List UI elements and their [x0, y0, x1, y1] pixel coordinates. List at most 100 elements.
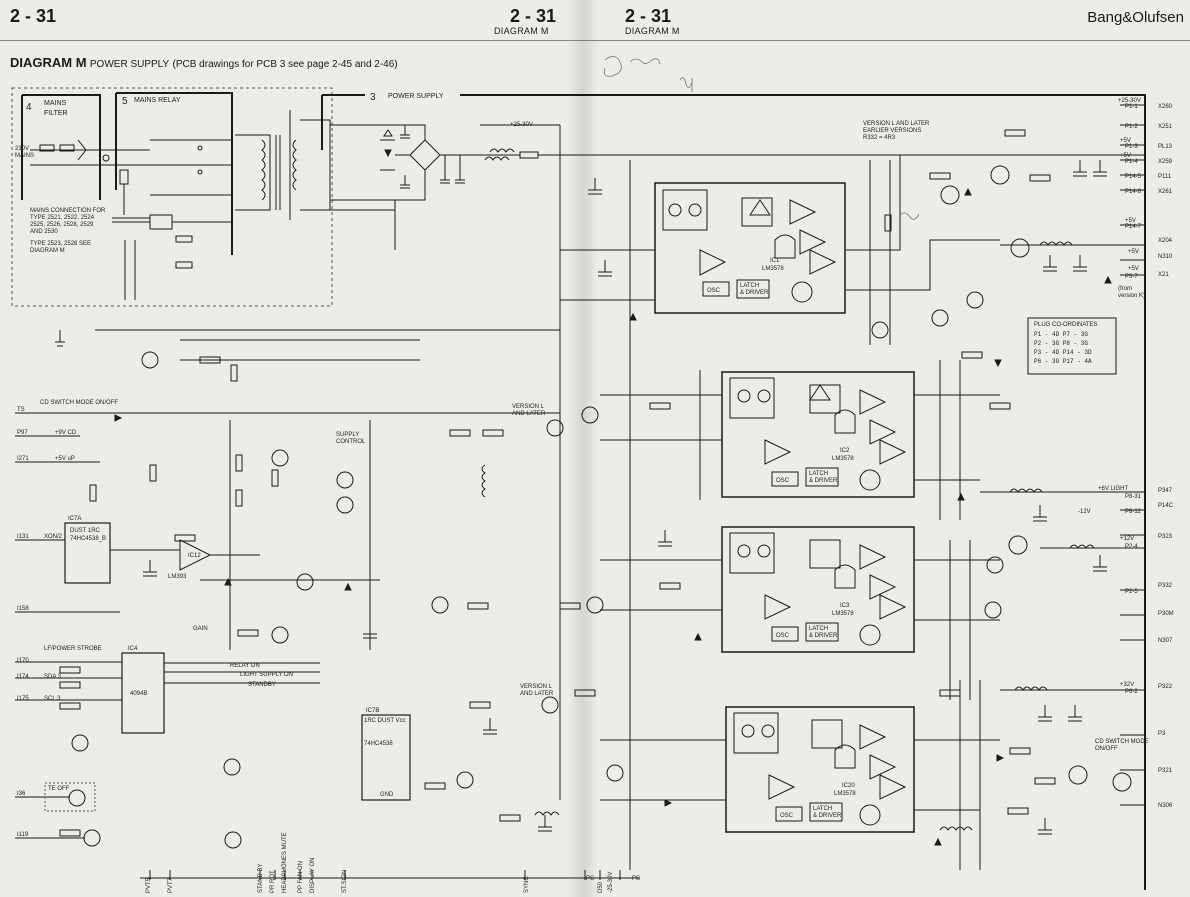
inductors: [481, 156, 560, 816]
transistors: [68, 165, 1132, 849]
left-signal-i174-note: SDA 3: [44, 674, 62, 680]
conn-ref: X251: [1158, 124, 1173, 130]
bottom-label: D50: [598, 881, 604, 893]
conn-net: +5V: [1125, 218, 1136, 224]
left-signal-i131: I131: [17, 534, 29, 540]
mains-relay-label: MAINS RELAY: [134, 97, 181, 104]
conn-ref: P347: [1158, 488, 1173, 494]
conn-ref: X259: [1158, 159, 1173, 165]
main-rail: [330, 124, 1145, 800]
left-signal-i170: I170: [17, 658, 29, 664]
ic1-osc: OSC: [707, 288, 721, 294]
conn-pin: P1-3: [1125, 144, 1138, 150]
mains-relay-number: 5: [122, 96, 128, 107]
conn-pin: P2-4: [1125, 544, 1138, 550]
supply-voltage-label: +25-30V: [510, 122, 533, 128]
left-signal-i119: I119: [17, 832, 29, 838]
bottom-label: PS: [632, 876, 640, 882]
conn-net: +6V LIGHT: [1098, 486, 1129, 492]
bottom-label: SYNC: [524, 876, 530, 893]
ic7b-box: [361, 714, 411, 801]
ic7b-gnd: GND: [380, 792, 394, 798]
left-signal-p97: P97: [17, 430, 28, 436]
left-signal-i175: I175: [17, 696, 29, 702]
ic7a-part: 74HC4538_B: [70, 536, 106, 542]
ic3-osc: OSC: [776, 633, 790, 639]
ic1-ref: IC1: [770, 258, 780, 264]
bottom-label: STAND BY: [258, 863, 264, 893]
conn-net: +5V: [1120, 138, 1131, 144]
transformer-tf1: [235, 110, 331, 220]
conn-pin: P2-5: [1125, 589, 1138, 595]
power-supply-label: POWER SUPPLY: [388, 93, 444, 100]
page-number-center-2: 2 - 31: [625, 6, 672, 26]
ic2-block: [721, 371, 915, 498]
diagram-title: DIAGRAM M POWER SUPPLY (PCB drawings for…: [10, 55, 398, 70]
ic20-block: [725, 706, 915, 833]
version-k-box: [44, 782, 96, 812]
brand-logo: Bang&Olufsen: [1087, 9, 1184, 26]
ic1-part: LM3578: [762, 266, 784, 272]
handwritten-scribble: [603, 56, 920, 220]
conn-pin: P6-2: [1125, 689, 1138, 695]
conn-net: +12V: [1120, 536, 1134, 542]
conn-net: +25-30V: [1118, 98, 1141, 104]
conn-pin: P1-4: [1125, 159, 1138, 165]
diagram-title-section: POWER SUPPLY: [89, 59, 170, 70]
ic1-block: [654, 182, 846, 314]
bottom-label: PS: [586, 876, 594, 882]
ic3-block: [721, 526, 915, 653]
conn-net: +5V: [1128, 266, 1139, 272]
ic20-ref: IC20: [842, 783, 855, 789]
ic12-comparator: [179, 539, 212, 571]
ic2-part: LM3578: [832, 456, 854, 462]
bottom-label: DISPLAY ON: [310, 858, 316, 893]
ic2-ref: IC2: [840, 448, 850, 454]
conn-ref: PL13: [1158, 144, 1173, 150]
ic3-ref: IC3: [840, 603, 850, 609]
conn-ref: P30M: [1158, 611, 1174, 617]
ic4-box: [121, 652, 165, 734]
ic12-part: LM393: [168, 574, 187, 580]
ic7a-ref: IC7A: [68, 516, 81, 522]
plug-table-row: P6 - 3G P17 - 4A: [1034, 358, 1092, 365]
mains-note: MAINS CONNECTION FOR TYPE 2521, 2522, 25…: [30, 208, 107, 254]
conn-net: -12V: [1078, 509, 1091, 515]
bridge-rectifier-d20: [330, 124, 480, 201]
page-number-left: 2 - 31: [10, 6, 57, 26]
diagram-title-main: DIAGRAM M: [10, 55, 87, 70]
conn-ref: P323: [1158, 534, 1173, 540]
left-signal-i175-note: SCL 3: [44, 696, 61, 702]
resistors: [59, 129, 1056, 837]
ic1-latch: LATCH& DRIVER: [740, 283, 769, 296]
conn-ref: N307: [1158, 638, 1173, 644]
light-supply-label: LIGHT SUPPLY ON: [240, 672, 293, 678]
diodes: [114, 149, 1112, 846]
left-signal-i271-note: +5V uP: [55, 456, 75, 462]
page-fold-shadow: [568, 0, 598, 897]
ic2-latch: LATCH& DRIVER: [809, 471, 838, 484]
conn-pin: P8-31: [1125, 494, 1142, 500]
conn-ref: P111: [1158, 174, 1172, 180]
left-signal-i36-note: TE OFF: [48, 786, 70, 792]
header-rule: [0, 40, 1190, 41]
conn-ref: N310: [1158, 254, 1173, 260]
ic3-part: LM3578: [832, 611, 854, 617]
bottom-label: ST.SIGN: [342, 870, 348, 893]
ic-wiring: [560, 155, 1000, 870]
ic4-ref: IC4: [128, 646, 138, 652]
diagram-label-2: DIAGRAM M: [625, 26, 680, 36]
left-signal-lines: [15, 329, 560, 839]
plug-coordinates-box: [1027, 317, 1117, 375]
conn-ref: X261: [1158, 189, 1173, 195]
ic2-osc: OSC: [776, 478, 790, 484]
ic20-part: LM3578: [834, 791, 856, 797]
conn-ref: X204: [1158, 238, 1173, 244]
conn-ref: P322: [1158, 684, 1173, 690]
